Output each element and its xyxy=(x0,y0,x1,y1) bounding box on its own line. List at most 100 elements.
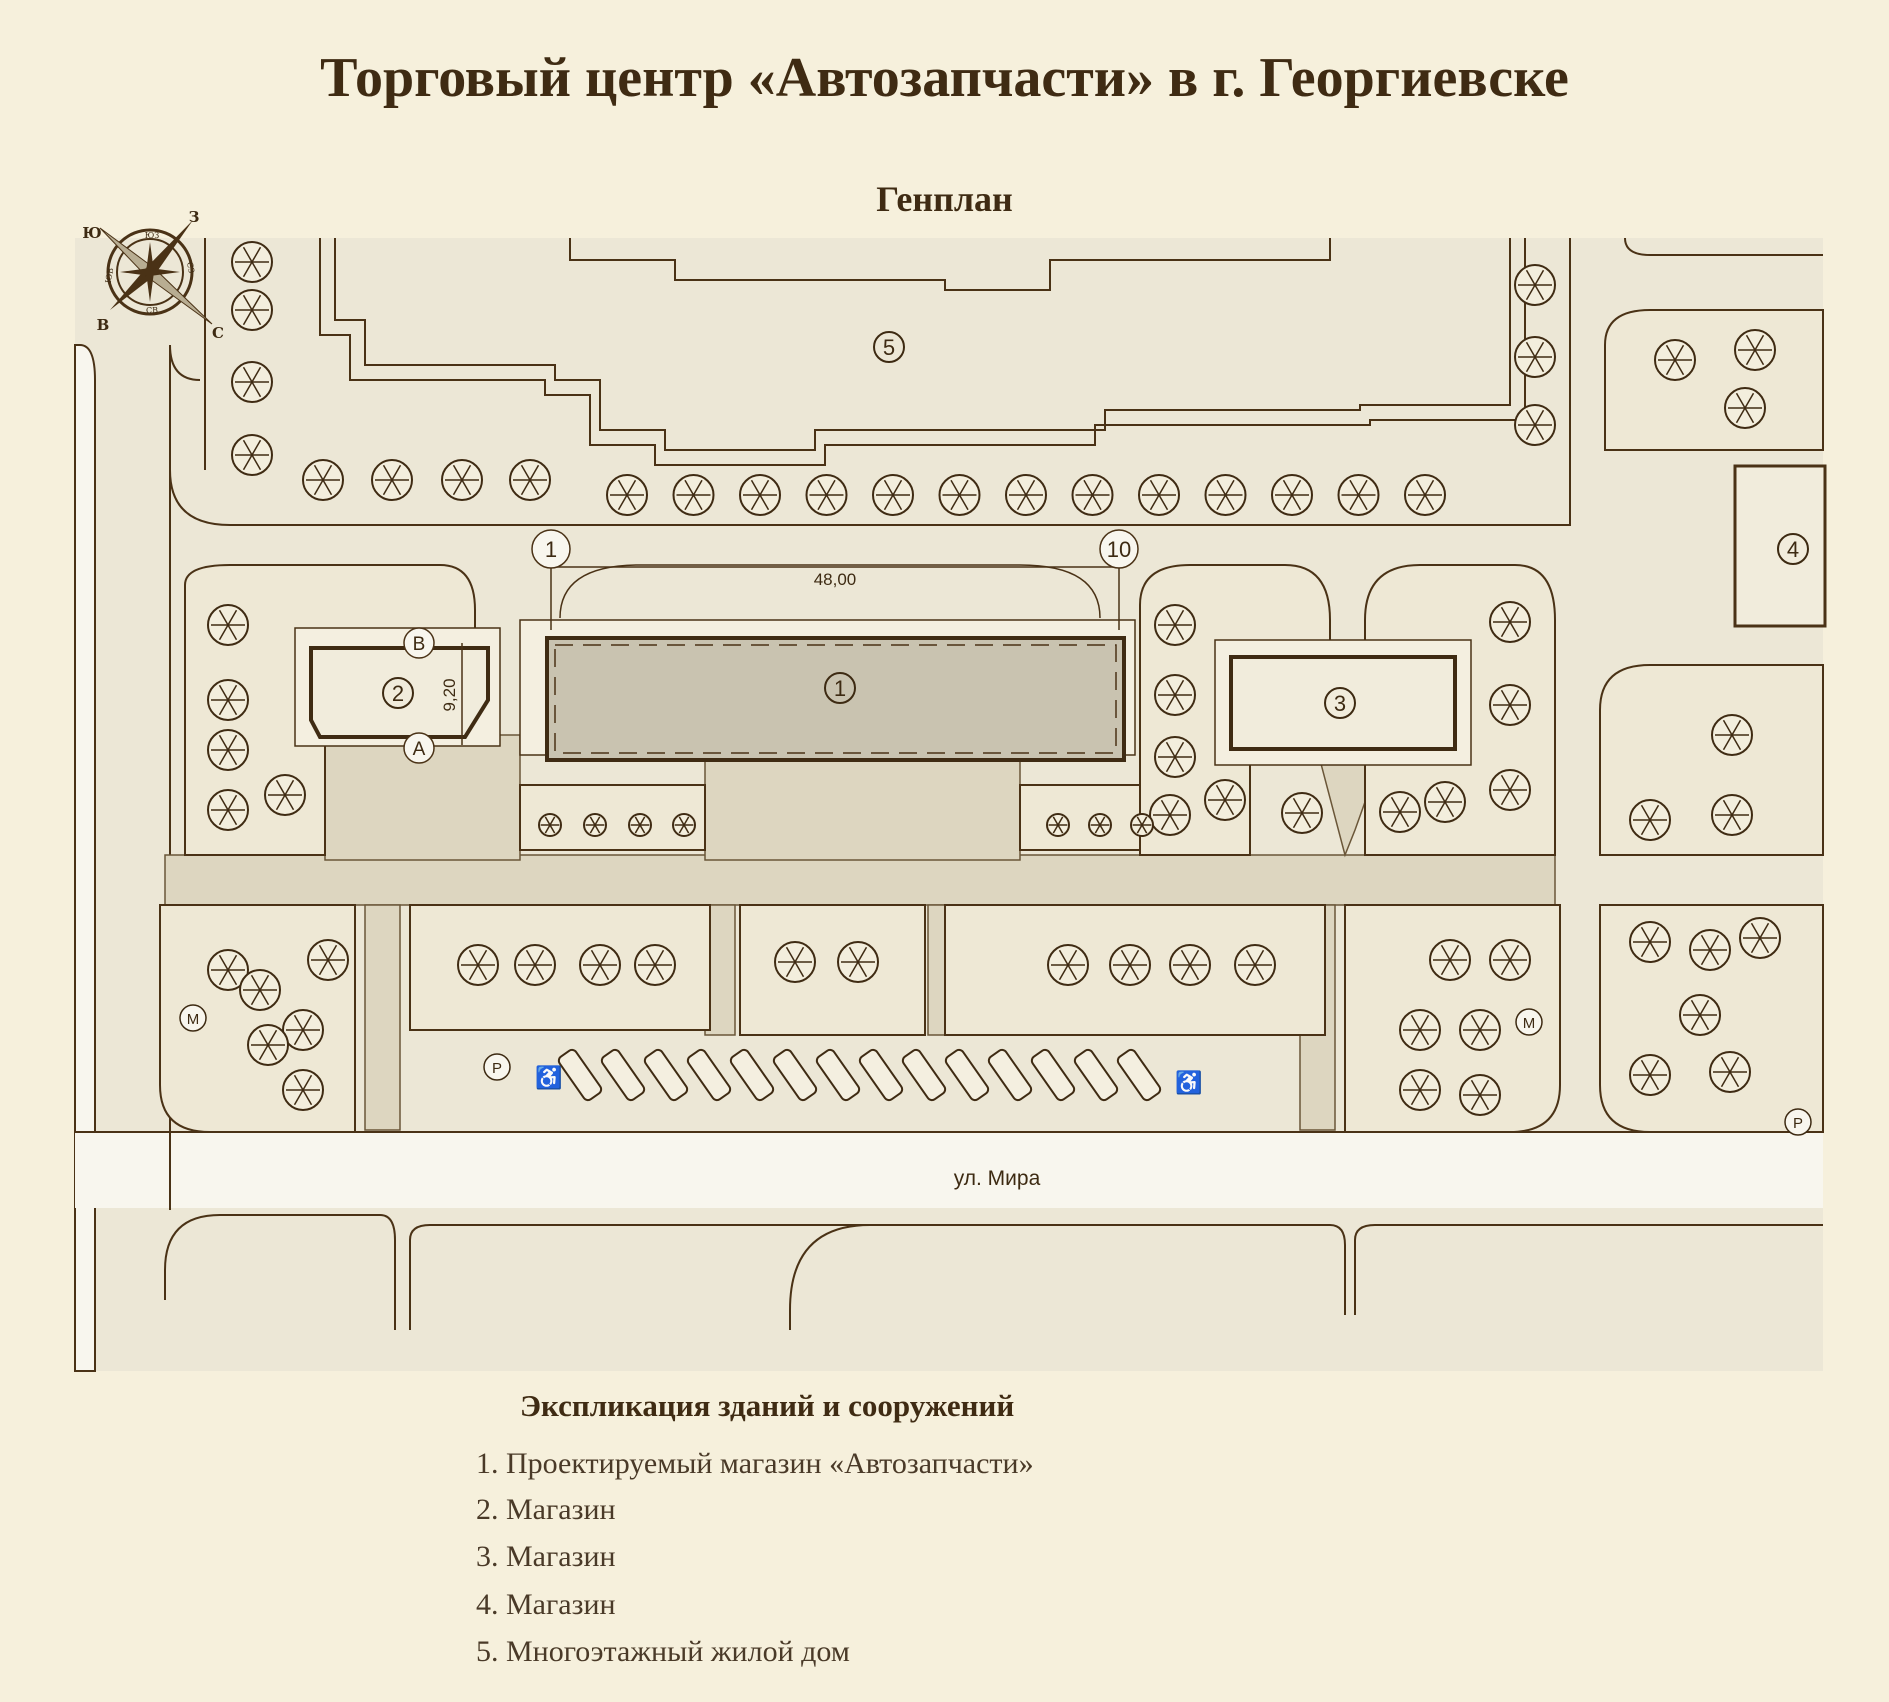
building-5-outline xyxy=(319,238,1526,466)
parking-marker: Р xyxy=(483,1053,511,1081)
building-1-inner xyxy=(554,644,1117,754)
tree-icon xyxy=(1724,387,1766,429)
tree-icon xyxy=(1154,604,1196,646)
svg-text:А: А xyxy=(413,739,426,760)
dimensions xyxy=(461,535,1120,745)
tree-icon xyxy=(1654,339,1696,381)
compass-rose-icon: Ю З В С ЮЗ СВ СЗ ЮВ xyxy=(82,208,224,342)
tree-icon xyxy=(1399,1069,1441,1111)
tree-icon xyxy=(837,941,879,983)
tree-icon xyxy=(514,944,556,986)
svg-text:3: 3 xyxy=(1334,691,1346,716)
svg-text:5: 5 xyxy=(883,335,895,360)
tree-icon xyxy=(1204,474,1247,516)
legend-item: 5. Многоэтажный жилой дом xyxy=(476,1635,850,1668)
svg-text:СЗ: СЗ xyxy=(185,261,196,274)
tree-icon xyxy=(672,474,715,516)
tree-icon xyxy=(1204,779,1246,821)
building-2 xyxy=(309,646,490,739)
tree-icon xyxy=(1489,684,1531,726)
tree-icon xyxy=(1734,329,1776,371)
tree-icon xyxy=(1679,994,1721,1036)
parked-car-icon xyxy=(1073,1048,1119,1102)
parked-car-icon xyxy=(858,1048,904,1102)
tree-icon xyxy=(579,944,621,986)
tree-icon xyxy=(231,434,273,476)
tree-icon xyxy=(1138,474,1180,516)
page-title: Торговый центр «Автозапчасти» в г. Георг… xyxy=(320,47,1569,109)
legend-title: Экспликация зданий и сооружений xyxy=(520,1388,1015,1423)
legend-item: 1. Проектируемый магазин «Автозапчасти» xyxy=(476,1447,1034,1480)
parked-car-icon xyxy=(815,1048,861,1102)
tree-icon xyxy=(1379,791,1421,833)
svg-text:М: М xyxy=(187,1011,200,1028)
tree-icon xyxy=(739,474,781,516)
parked-car-icon xyxy=(772,1048,818,1102)
svg-text:М: М xyxy=(1523,1015,1536,1032)
tree-icon xyxy=(1399,1009,1441,1051)
roads xyxy=(74,237,1823,1372)
svg-text:ЮВ: ЮВ xyxy=(104,267,116,284)
legend-item: 2. Магазин xyxy=(476,1493,616,1526)
axis-1-marker: 1 xyxy=(531,529,571,569)
building-labels: 1 2 3 4 5 xyxy=(382,331,1809,719)
tree-icon xyxy=(302,459,344,501)
axis-10-marker: 10 xyxy=(1099,529,1139,569)
parking-marker: Р xyxy=(1784,1108,1812,1136)
svg-text:В: В xyxy=(97,316,110,334)
tree-icon xyxy=(1711,714,1753,756)
tree-icon xyxy=(606,474,648,516)
tree-icon xyxy=(1169,944,1211,986)
tree-icon xyxy=(457,944,499,986)
tree-icon xyxy=(1154,674,1196,716)
tree-icon xyxy=(207,949,249,991)
tree-icon xyxy=(509,459,551,501)
svg-text:СВ: СВ xyxy=(146,306,158,315)
svg-text:Р: Р xyxy=(1793,1115,1803,1132)
tree-icon xyxy=(1709,1051,1751,1093)
svg-text:4: 4 xyxy=(1787,537,1799,562)
tree-icon xyxy=(583,813,607,837)
tree-icon xyxy=(231,289,273,331)
parked-car-icon xyxy=(901,1048,947,1102)
tree-icon xyxy=(441,459,483,501)
accessibility-icon: ♿ xyxy=(1175,1070,1202,1095)
tree-icon xyxy=(207,679,249,721)
legend-item: 4. Магазин xyxy=(476,1588,616,1621)
tree-icon xyxy=(538,813,562,837)
tree-icon xyxy=(1005,474,1047,516)
parked-car-icon xyxy=(686,1048,732,1102)
tree-icon xyxy=(1149,794,1191,836)
tree-icon xyxy=(1071,474,1114,516)
parked-car-icon xyxy=(987,1048,1033,1102)
tree-icon xyxy=(231,241,273,283)
svg-text:Р: Р xyxy=(492,1060,502,1077)
tree-icon xyxy=(872,474,914,516)
tree-icon xyxy=(1514,404,1556,446)
legend-item: 3. Магазин xyxy=(476,1540,616,1573)
tree-icon xyxy=(282,1069,324,1111)
tree-icon xyxy=(1739,917,1781,959)
tree-icon xyxy=(1046,813,1070,837)
tree-icon xyxy=(1689,929,1731,971)
svg-text:С: С xyxy=(212,324,224,342)
tree-icon xyxy=(672,813,696,837)
tree-icon xyxy=(264,774,306,816)
parked-car-icon xyxy=(600,1048,646,1102)
tree-icon xyxy=(805,474,848,516)
tree-icon xyxy=(1489,769,1531,811)
tree-icon xyxy=(1337,474,1380,516)
tree-icon xyxy=(1514,336,1556,378)
building-3 xyxy=(1229,655,1457,751)
plan-subtitle: Генплан xyxy=(876,179,1013,219)
tree-icon xyxy=(1271,474,1313,516)
tree-icon xyxy=(1489,939,1531,981)
tree-icon xyxy=(1629,799,1671,841)
tree-icon xyxy=(1424,781,1466,823)
tree-icon xyxy=(938,474,981,516)
tree-icon xyxy=(628,813,652,837)
tree-icon xyxy=(1514,264,1556,306)
tree-icon xyxy=(1489,601,1531,643)
svg-text:З: З xyxy=(189,208,200,226)
